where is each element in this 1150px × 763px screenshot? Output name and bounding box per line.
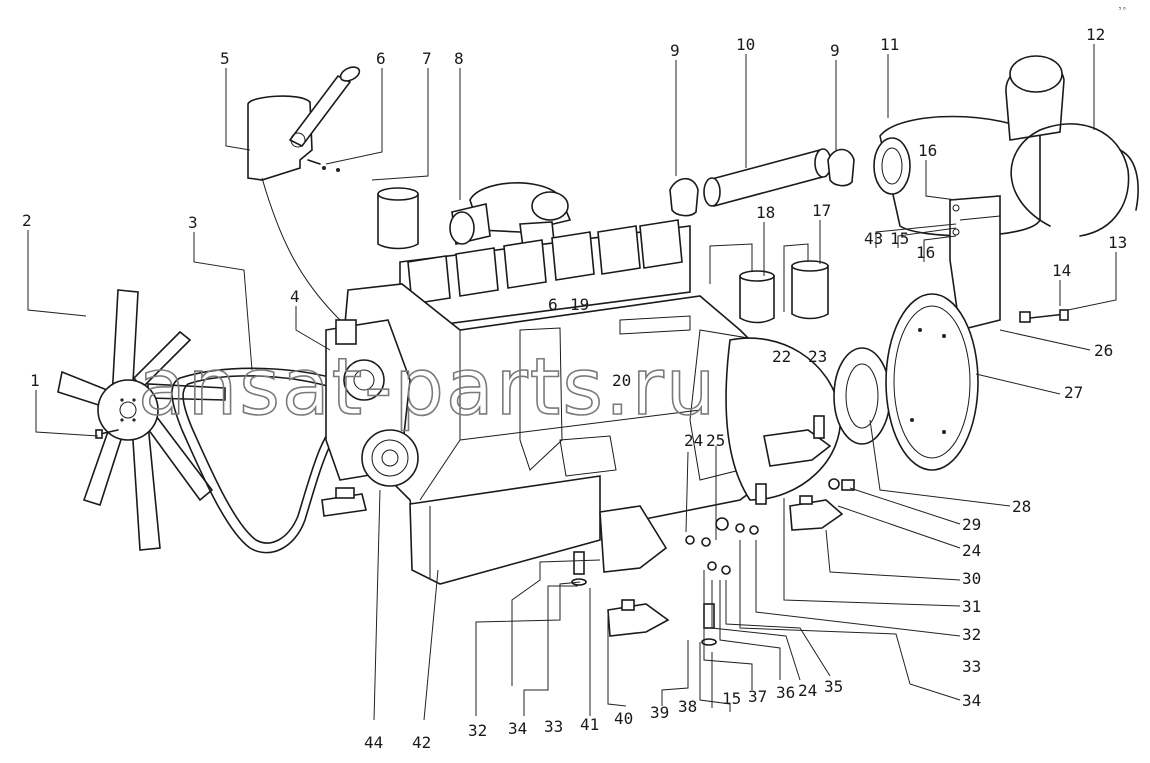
filter-element-18 <box>739 270 775 324</box>
callout-28: 28 <box>1012 497 1031 516</box>
callout-37: 37 <box>748 687 767 706</box>
callout-36: 36 <box>776 683 795 702</box>
watermark: ansat-parts.ru <box>138 343 717 433</box>
callout-11: 11 <box>880 35 899 54</box>
callout-38: 38 <box>678 697 697 716</box>
callout-3: 3 <box>188 213 198 232</box>
callout-2: 2 <box>22 211 32 230</box>
callout-10: 10 <box>736 35 755 54</box>
filter-element-7 <box>377 187 419 250</box>
front-mount-bracket <box>571 505 759 646</box>
callout-16: 16 <box>918 141 937 160</box>
callout-6: 6 <box>548 295 558 314</box>
callout-44: 44 <box>364 733 383 752</box>
callout-16: 16 <box>916 243 935 262</box>
callout-9: 9 <box>830 41 840 60</box>
callout-13: 13 <box>1108 233 1127 252</box>
callout-39: 39 <box>650 703 669 722</box>
callout-24: 24 <box>798 681 817 700</box>
callout-17: 17 <box>812 201 831 220</box>
callout-22: 22 <box>772 347 791 366</box>
callout-43: 43 <box>864 229 883 248</box>
callout-15: 15 <box>722 689 741 708</box>
callout-1: 1 <box>30 371 40 390</box>
intake-hose <box>669 148 855 217</box>
flywheel <box>885 293 979 471</box>
leader-lines <box>27 44 1117 721</box>
callout-29: 29 <box>962 515 981 534</box>
callout-14: 14 <box>1052 261 1071 280</box>
callout-20: 20 <box>612 371 631 390</box>
callout-26: 26 <box>1094 341 1113 360</box>
callout-18: 18 <box>756 203 775 222</box>
callout-33: 33 <box>544 717 563 736</box>
filter-element-17 <box>791 260 829 320</box>
callout-23: 23 <box>808 347 827 366</box>
callout-33: 33 <box>962 657 981 676</box>
callout-19: 19 <box>570 295 589 314</box>
callout-9: 9 <box>670 41 680 60</box>
callout-6: 6 <box>376 49 386 68</box>
callout-35: 35 <box>824 677 843 696</box>
callout-34: 34 <box>508 719 527 738</box>
callout-40: 40 <box>614 709 633 728</box>
corner-mark: ⁵⁰ <box>1118 6 1126 14</box>
callout-27: 27 <box>1064 383 1083 402</box>
callout-12: 12 <box>1086 25 1105 44</box>
callout-24: 24 <box>684 431 703 450</box>
callout-34: 34 <box>962 691 981 710</box>
callout-41: 41 <box>580 715 599 734</box>
callout-30: 30 <box>962 569 981 588</box>
throttle-lever <box>247 66 361 321</box>
callout-32: 32 <box>468 721 487 740</box>
callout-8: 8 <box>454 49 464 68</box>
callout-numbers: 1 2 3 4 5 6 7 8 9 10 9 11 12 13 14 15 16… <box>22 25 1127 752</box>
callout-42: 42 <box>412 733 431 752</box>
callout-7: 7 <box>422 49 432 68</box>
air-cleaner <box>873 55 1139 331</box>
callout-5: 5 <box>220 49 230 68</box>
callout-15: 15 <box>890 229 909 248</box>
callout-25: 25 <box>706 431 725 450</box>
callout-4: 4 <box>290 287 300 306</box>
callout-24: 24 <box>962 541 981 560</box>
callout-32: 32 <box>962 625 981 644</box>
bolt-13-14 <box>1019 309 1069 323</box>
rear-mount-upper <box>755 415 855 531</box>
callout-31: 31 <box>962 597 981 616</box>
drive-belt <box>171 367 365 554</box>
fan <box>57 289 226 551</box>
